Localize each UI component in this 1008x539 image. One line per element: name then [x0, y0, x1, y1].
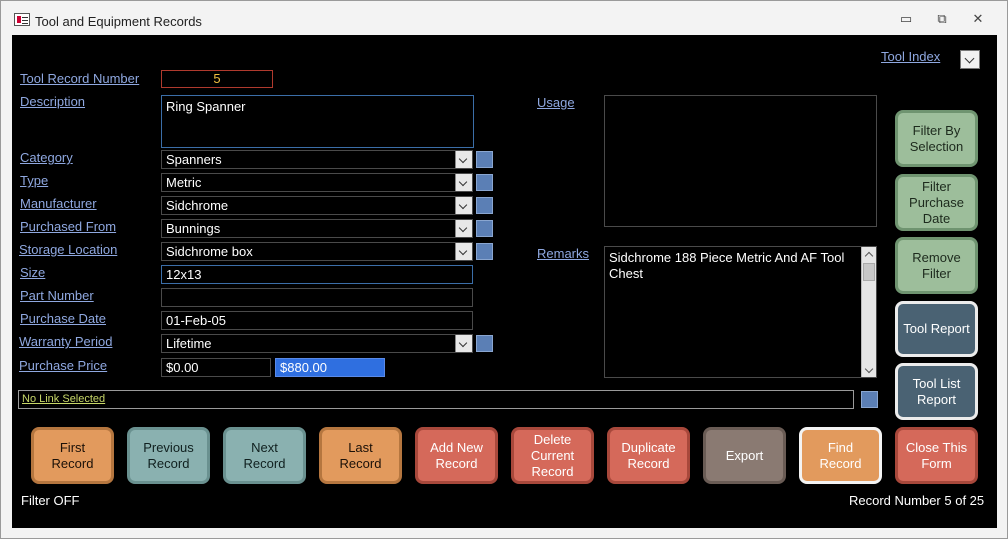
storage-location-value: Sidchrome box: [166, 244, 253, 259]
title-bar[interactable]: Tool and Equipment Records ▭ ⧉ ✕: [1, 1, 1007, 35]
usage-field[interactable]: [604, 95, 877, 227]
duplicate-record-button[interactable]: Duplicate Record: [607, 427, 690, 484]
remarks-field[interactable]: Sidchrome 188 Piece Metric And AF Tool C…: [604, 246, 877, 378]
manufacturer-label[interactable]: Manufacturer: [20, 196, 97, 211]
record-position-status: Record Number 5 of 25: [849, 493, 985, 508]
close-form-button[interactable]: Close This Form: [895, 427, 978, 484]
purchased-from-field[interactable]: Bunnings: [161, 219, 473, 238]
scroll-thumb[interactable]: [863, 263, 875, 281]
previous-record-button[interactable]: Previous Record: [127, 427, 210, 484]
remove-filter-button[interactable]: Remove Filter: [895, 237, 978, 294]
category-edit-button[interactable]: [476, 151, 493, 168]
size-label[interactable]: Size: [20, 265, 46, 280]
restore-icon[interactable]: ⧉: [937, 12, 947, 27]
purchase-price-total-field[interactable]: $880.00: [275, 358, 385, 377]
manufacturer-value: Sidchrome: [166, 198, 229, 213]
remarks-text: Sidchrome 188 Piece Metric And AF Tool C…: [609, 250, 845, 281]
purchased-from-edit-button[interactable]: [476, 220, 493, 237]
chevron-down-icon[interactable]: [455, 243, 472, 260]
manufacturer-edit-button[interactable]: [476, 197, 493, 214]
description-field[interactable]: Ring Spanner: [161, 95, 474, 148]
form-icon: [14, 13, 30, 26]
storage-location-field[interactable]: Sidchrome box: [161, 242, 473, 261]
purchased-from-value: Bunnings: [166, 221, 221, 236]
description-label[interactable]: Description: [20, 94, 86, 109]
category-field[interactable]: Spanners: [161, 150, 473, 169]
part-number-field[interactable]: [161, 288, 473, 307]
type-value: Metric: [166, 175, 202, 190]
tool-index-link[interactable]: Tool Index: [881, 49, 941, 64]
chevron-down-icon[interactable]: [455, 174, 472, 191]
remarks-scrollbar[interactable]: [861, 247, 876, 377]
size-field[interactable]: 12x13: [161, 265, 473, 284]
purchase-price-field[interactable]: $0.00: [161, 358, 271, 377]
storage-location-edit-button[interactable]: [476, 243, 493, 260]
filter-by-selection-button[interactable]: Filter By Selection: [895, 110, 978, 167]
usage-label[interactable]: Usage: [537, 95, 575, 110]
tool-report-button[interactable]: Tool Report: [895, 301, 978, 357]
add-new-record-button[interactable]: Add New Record: [415, 427, 498, 484]
purchased-from-label[interactable]: Purchased From: [20, 219, 117, 234]
hyperlink-edit-button[interactable]: [861, 391, 878, 408]
category-value: Spanners: [166, 152, 222, 167]
type-field[interactable]: Metric: [161, 173, 473, 192]
purchase-date-field[interactable]: 01-Feb-05: [161, 311, 473, 330]
last-record-button[interactable]: Last Record: [319, 427, 402, 484]
record-number-field[interactable]: 5: [161, 70, 273, 88]
export-button[interactable]: Export: [703, 427, 786, 484]
tool-record-form: Tool Index Tool Record Number Descriptio…: [12, 35, 997, 528]
purchase-date-label[interactable]: Purchase Date: [20, 311, 106, 326]
chevron-down-icon[interactable]: [455, 335, 472, 352]
chevron-down-icon[interactable]: [455, 197, 472, 214]
remarks-label[interactable]: Remarks: [537, 246, 590, 261]
next-record-button[interactable]: Next Record: [223, 427, 306, 484]
tool-index-dropdown[interactable]: [960, 50, 980, 69]
scroll-up-icon[interactable]: [862, 247, 876, 261]
storage-location-label[interactable]: Storage Location: [19, 242, 118, 257]
chevron-down-icon[interactable]: [455, 151, 472, 168]
first-record-button[interactable]: First Record: [31, 427, 114, 484]
filter-status: Filter OFF: [21, 493, 80, 508]
close-icon[interactable]: ✕: [972, 12, 984, 27]
warranty-period-field[interactable]: Lifetime: [161, 334, 473, 353]
hyperlink-field[interactable]: No Link Selected: [18, 390, 854, 409]
type-label[interactable]: Type: [20, 173, 49, 188]
purchase-price-label[interactable]: Purchase Price: [19, 358, 108, 373]
scroll-down-icon[interactable]: [862, 363, 876, 377]
find-record-button[interactable]: Find Record: [799, 427, 882, 484]
window-title: Tool and Equipment Records: [35, 14, 202, 29]
record-number-label[interactable]: Tool Record Number: [20, 71, 140, 86]
tool-list-report-button[interactable]: Tool List Report: [895, 363, 978, 420]
filter-purchase-date-button[interactable]: Filter Purchase Date: [895, 174, 978, 231]
part-number-label[interactable]: Part Number: [20, 288, 94, 303]
warranty-period-label[interactable]: Warranty Period: [19, 334, 113, 349]
category-label[interactable]: Category: [20, 150, 73, 165]
delete-record-button[interactable]: Delete Current Record: [511, 427, 594, 484]
minimize-icon[interactable]: ▭: [899, 12, 913, 27]
chevron-down-icon[interactable]: [455, 220, 472, 237]
warranty-period-value: Lifetime: [166, 336, 212, 351]
warranty-period-edit-button[interactable]: [476, 335, 493, 352]
type-edit-button[interactable]: [476, 174, 493, 191]
manufacturer-field[interactable]: Sidchrome: [161, 196, 473, 215]
